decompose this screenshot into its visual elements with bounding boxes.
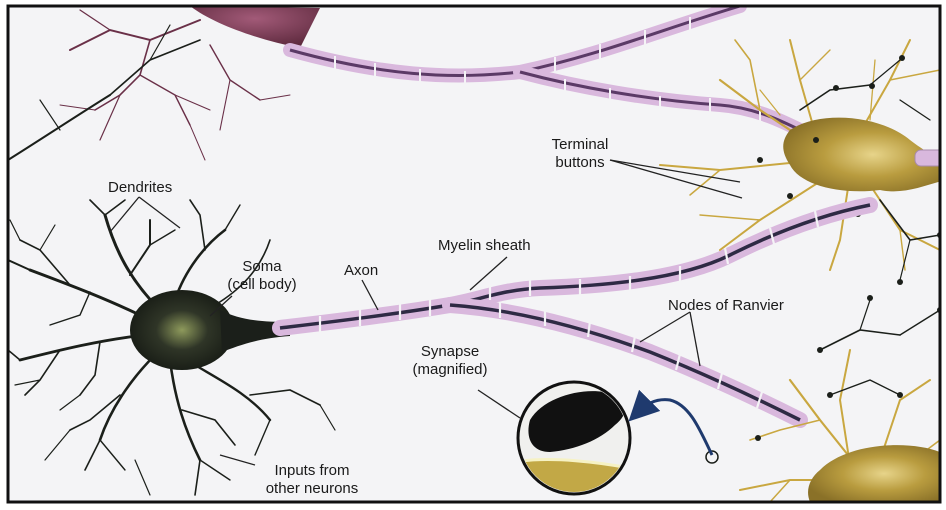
label-axon: Axon: [344, 262, 378, 280]
label-synapse: Synapse (magnified): [398, 343, 502, 379]
label-terminal-buttons: Terminal buttons: [540, 136, 620, 172]
label-terminal-line1: Terminal: [540, 136, 620, 154]
soma: [130, 290, 234, 370]
label-synapse-line1: Synapse: [398, 343, 502, 361]
label-myelin-sheath: Myelin sheath: [438, 237, 531, 255]
label-dendrites: Dendrites: [108, 179, 172, 197]
label-nodes-of-ranvier: Nodes of Ranvier: [668, 297, 784, 315]
label-soma-line2: (cell body): [212, 276, 312, 294]
label-soma: Soma (cell body): [212, 258, 312, 294]
label-soma-line1: Soma: [212, 258, 312, 276]
label-terminal-line2: buttons: [540, 154, 620, 172]
label-inputs: Inputs from other neurons: [256, 462, 368, 498]
label-inputs-line2: other neurons: [256, 480, 368, 498]
label-inputs-line1: Inputs from: [256, 462, 368, 480]
label-synapse-line2: (magnified): [398, 361, 502, 379]
